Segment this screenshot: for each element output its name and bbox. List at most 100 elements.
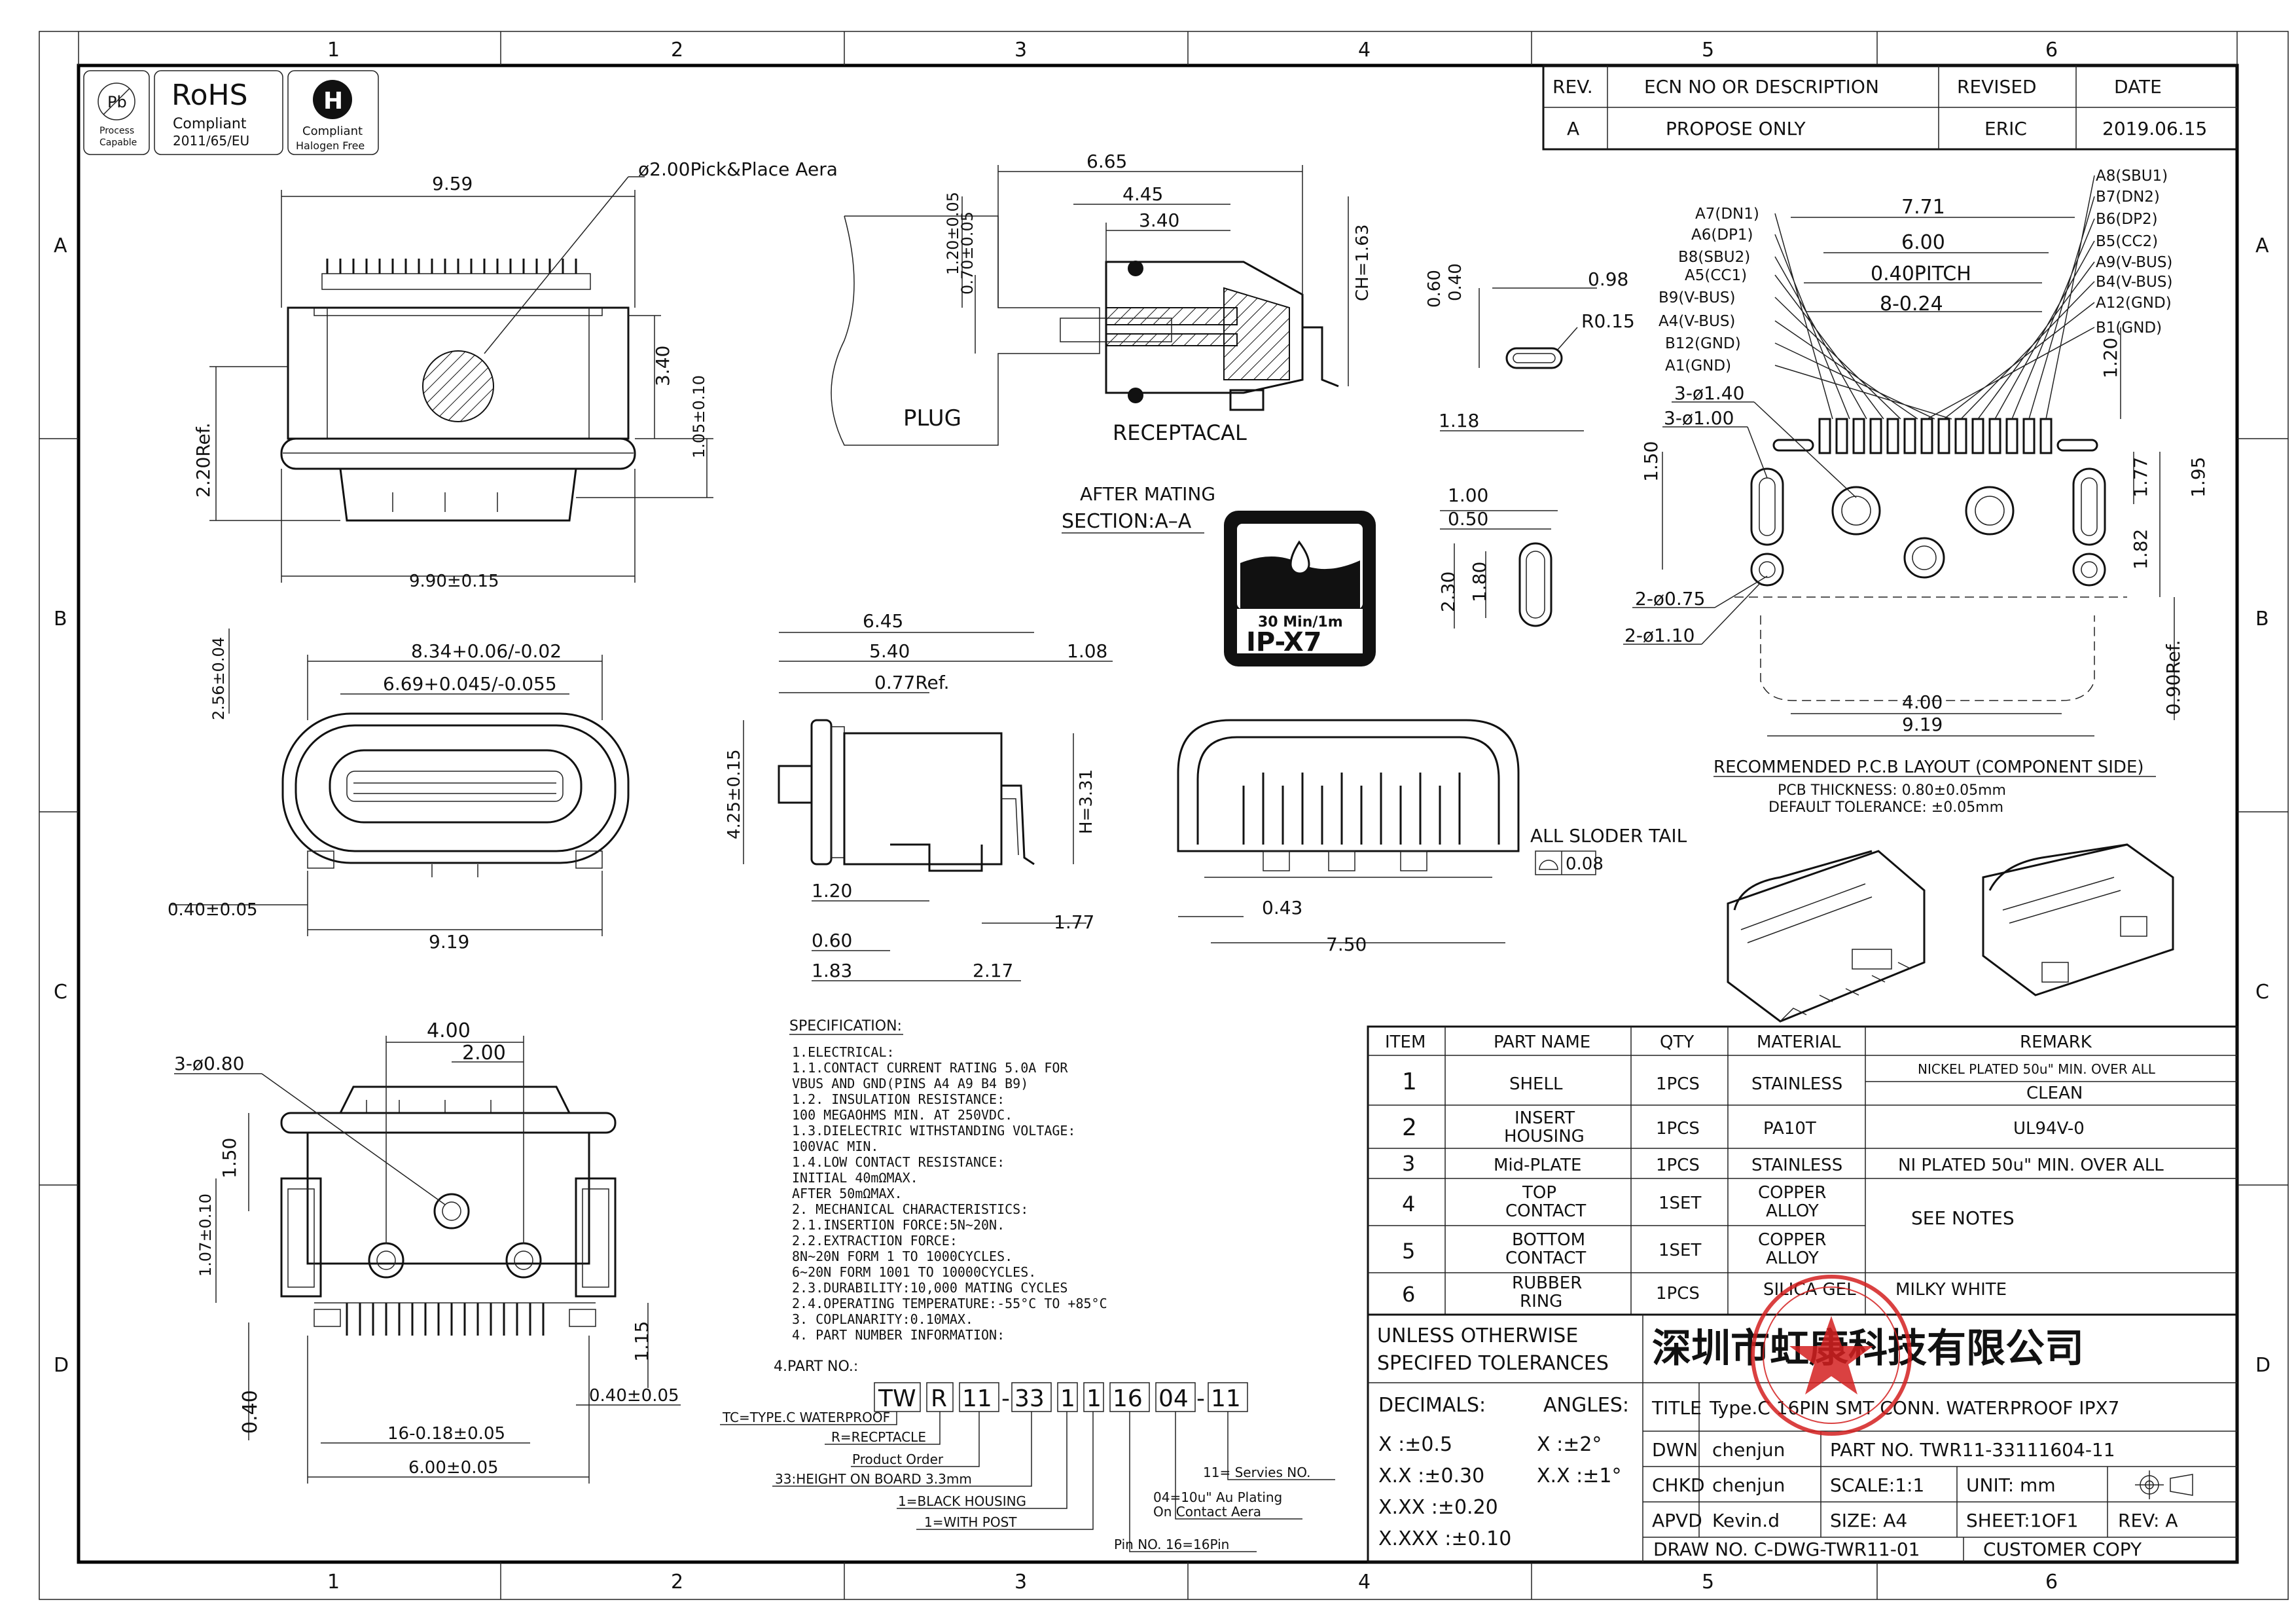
bom-header: PART NAME xyxy=(1494,1032,1590,1052)
sheet-border xyxy=(39,31,2289,1600)
slot-detail-bottom: 1.00 0.50 2.30 1.80 xyxy=(1437,484,1558,629)
dim-label: 0.77Ref. xyxy=(874,672,950,693)
dim-label: 1.77 xyxy=(2130,457,2151,498)
tb-sheet: SHEET:1OF1 xyxy=(1966,1510,2078,1531)
pn-annotation: Pin NO. 16=16Pin xyxy=(1114,1537,1229,1552)
tb-customer: CUSTOMER COPY xyxy=(1983,1539,2142,1560)
tb-value: Kevin.d xyxy=(1712,1510,1780,1531)
title-block: UNLESS OTHERWISE SPECIFED TOLERANCES DEC… xyxy=(1367,1313,2238,1563)
pin-label: A5(CC1) xyxy=(1685,267,1747,284)
dim-label: 16-0.18±0.05 xyxy=(387,1424,505,1444)
dim-label: 1.77 xyxy=(1054,911,1094,933)
dim-label: 9.59 xyxy=(432,173,473,194)
dim-label: 4.00 xyxy=(1902,691,1943,713)
dim-label: 2-ø0.75 xyxy=(1635,588,1705,610)
see-notes: SEE NOTES xyxy=(1911,1207,2015,1229)
part-number-breakdown: TW R 11 - 33 1 1 16 04 - 11 xyxy=(720,1382,1335,1552)
row-label: D xyxy=(2255,1354,2270,1377)
pb-symbol: Pb xyxy=(107,93,127,111)
dim-label: CH=1.63 xyxy=(1353,225,1372,301)
bom-cell: CONTACT xyxy=(1505,1249,1586,1268)
bom-table: ITEM PART NAME QTY MATERIAL REMARK 1 SHE… xyxy=(1367,1025,2238,1316)
pin-label: A7(DN1) xyxy=(1695,206,1759,223)
dim-label: 4.45 xyxy=(1122,183,1163,205)
dim-label: 7.50 xyxy=(1326,934,1367,955)
bom-cell: ALLOY xyxy=(1766,1201,1819,1221)
spec-line: 1.2. INSULATION RESISTANCE: xyxy=(792,1091,1005,1107)
pn-box: 11 xyxy=(1211,1385,1241,1412)
dim-label: 6.00 xyxy=(1901,231,1945,254)
top-view: 9.59 3.40 1.05±0.10 2.20Ref. 9.90±0.15 ø… xyxy=(192,158,838,591)
decimal-tol: X.XXX :±0.10 xyxy=(1378,1527,1511,1550)
col-label: 3 xyxy=(1014,1571,1027,1594)
dim-label: 8-0.24 xyxy=(1880,293,1943,316)
spec-line: VBUS AND GND(PINS A4 A9 B4 B9) xyxy=(792,1076,1028,1091)
svg-text:H: H xyxy=(323,88,343,115)
company-seal-icon xyxy=(1751,1275,1912,1436)
rev-header: REVISED xyxy=(1957,76,2037,98)
row-label: A xyxy=(54,234,67,257)
tb-value: chenjun xyxy=(1712,1439,1785,1461)
spec-line: INITIAL 40mΩMAX. xyxy=(792,1170,918,1186)
pn-box: TW xyxy=(878,1385,916,1412)
svg-text:-: - xyxy=(1196,1385,1205,1412)
solder-note: ALL SLODER TAIL xyxy=(1530,825,1687,847)
revision-table: REV. ECN NO OR DESCRIPTION REVISED DATE … xyxy=(1542,64,2238,151)
pin-label: A4(V-BUS) xyxy=(1659,313,1735,330)
decimals-label: DECIMALS: xyxy=(1378,1394,1486,1417)
grid-labels: 1 2 3 4 5 6 1 2 3 4 5 6 A B C D A B C D xyxy=(54,39,2270,1594)
pn-annotation: 1=BLACK HOUSING xyxy=(898,1493,1026,1509)
halogen-text: Compliant xyxy=(302,124,363,138)
spec-line: 8N~20N FORM 1 TO 1000CYCLES. xyxy=(792,1249,1013,1264)
dim-label: 1.20±0.05 xyxy=(944,192,962,275)
tb-drawno: DRAW NO. C-DWG-TWR11-01 xyxy=(1653,1539,1920,1560)
pin-label: A6(DP1) xyxy=(1691,227,1753,244)
col-label: 5 xyxy=(1702,39,1714,62)
bom-cell: 1SET xyxy=(1659,1241,1701,1260)
pin-label: A1(GND) xyxy=(1665,357,1731,374)
rev-cell: ERIC xyxy=(1984,118,2027,139)
dim-label: 0.40PITCH xyxy=(1871,263,1971,285)
spec-line: 3. COPLANARITY:0.10MAX. xyxy=(792,1311,973,1327)
pn-box: 11 xyxy=(962,1385,992,1412)
row-label: C xyxy=(54,981,67,1004)
dim-label: 1.95 xyxy=(2187,457,2209,498)
pb-text: Capable xyxy=(99,137,137,148)
tb-label: APVD xyxy=(1652,1510,1702,1531)
rohs-title: RoHS xyxy=(171,79,248,112)
pin-label: A12(GND) xyxy=(2096,295,2172,312)
angle-tol: X.X :±1° xyxy=(1537,1465,1622,1487)
dim-label: H=3.31 xyxy=(1077,769,1096,834)
spec-line: 2.4.OPERATING TEMPERATURE:-55°C TO +85°C xyxy=(792,1296,1107,1311)
dim-label: 0.60 xyxy=(1425,270,1444,308)
decimal-tol: X.XX :±0.20 xyxy=(1378,1496,1498,1519)
col-label: 2 xyxy=(671,1571,683,1594)
bom-cell: 6 xyxy=(1402,1282,1415,1307)
bottom-view: 3-ø0.80 4.00 2.00 1.50 1.07±0.10 1.15 0.… xyxy=(174,1019,681,1484)
dim-label: 6.65 xyxy=(1086,151,1127,172)
spec-title: SPECIFICATION: xyxy=(789,1018,902,1034)
tb-label: TITLE xyxy=(1651,1397,1702,1419)
spec-line: 4. PART NUMBER INFORMATION: xyxy=(792,1327,1005,1343)
pn-box: R xyxy=(931,1385,947,1412)
bom-cell: NI PLATED 50u" MIN. OVER ALL xyxy=(1898,1156,2164,1175)
bom-cell: 1PCS xyxy=(1656,1074,1700,1094)
bom-cell: 1 xyxy=(1402,1068,1417,1095)
angle-tol: X :±2° xyxy=(1537,1433,1602,1456)
bom-cell: 3 xyxy=(1402,1151,1415,1176)
rev-cell: PROPOSE ONLY xyxy=(1666,118,1806,139)
dim-label: 0.40±0.05 xyxy=(168,900,258,920)
dim-label: 0.98 xyxy=(1588,268,1628,290)
col-label: 5 xyxy=(1702,1571,1714,1594)
row-label: B xyxy=(54,608,67,630)
bom-cell: RING xyxy=(1520,1292,1562,1311)
dim-label: 6.45 xyxy=(863,610,903,632)
dim-label: 2.17 xyxy=(973,960,1013,981)
bom-cell: 1PCS xyxy=(1656,1284,1700,1304)
bom-cell: 1PCS xyxy=(1656,1156,1700,1175)
spec-line: 1.1.CONTACT CURRENT RATING 5.0A FOR xyxy=(792,1060,1068,1076)
dim-label: 1.08 xyxy=(1067,640,1107,662)
col-label: 2 xyxy=(671,39,683,62)
dim-label: 1.20 xyxy=(2100,338,2121,378)
bom-cell: UL94V-0 xyxy=(2013,1119,2085,1139)
